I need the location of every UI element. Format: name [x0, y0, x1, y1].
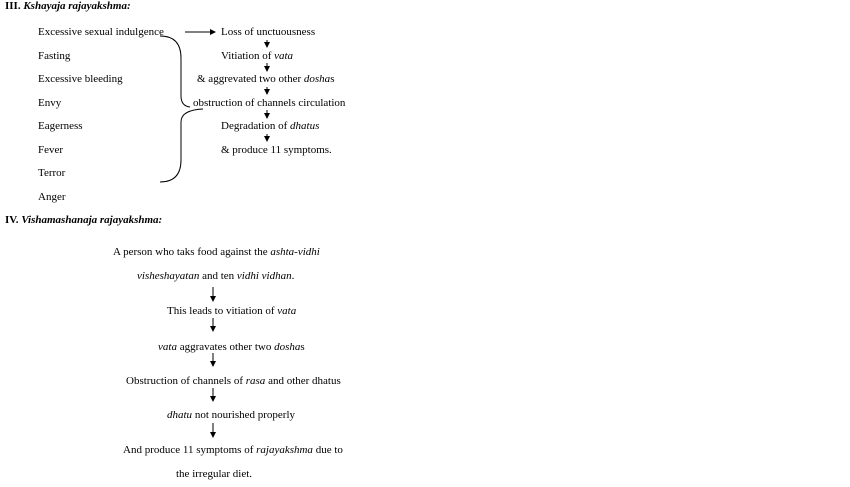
flow3-step-6: & produce 11 symptoms.	[221, 144, 332, 156]
cause-item: Envy	[38, 97, 62, 109]
cause-item: Excessive sexual indulgence	[38, 26, 164, 38]
section-4-title: Vishamashanaja rajayakshma:	[21, 214, 163, 226]
section-3-number: III.	[5, 0, 21, 12]
flow3-step-2: Vitiation of vata	[221, 50, 294, 62]
flow4-step-4: Obstruction of channels of rasa and othe…	[126, 375, 341, 387]
flow4-step-1b: visheshayatan and ten vidhi vidhan.	[137, 270, 295, 282]
flow3-step-1: Loss of unctuousness	[221, 26, 316, 38]
cause-item: Excessive bleeding	[38, 73, 123, 85]
flow4-step-1a: A person who taks food against the ashta…	[113, 246, 320, 258]
section-3-title: Kshayaja rajayakshma:	[23, 0, 131, 12]
flow4-step-6b: the irregular diet.	[176, 468, 253, 480]
cause-item: Anger	[38, 191, 66, 203]
flow3-step-3: & aggrevated two other doshas	[197, 73, 335, 85]
cause-item: Eagerness	[38, 120, 83, 132]
brace-top	[159, 35, 191, 108]
section-3-heading: III. Kshayaja rajayakshma:	[5, 0, 131, 13]
cause-item: Fasting	[38, 50, 71, 62]
cause-item: Fever	[38, 144, 64, 156]
section-4-heading: IV. Vishamashanaja rajayakshma:	[5, 214, 162, 227]
flow3-step-5: Degradation of dhatus	[221, 120, 320, 132]
flow3-step-4: obstruction of channels circulation	[193, 97, 346, 109]
brace-bottom	[159, 108, 204, 183]
section-4-number: IV.	[5, 214, 19, 226]
flow4-step-2: This leads to vitiation of vata	[167, 305, 297, 317]
flow4-step-6a: And produce 11 symptoms of rajayakshma d…	[123, 444, 343, 456]
flow4-step-3: vata aggravates other two doshas	[158, 341, 305, 353]
cause-item: Terror	[38, 167, 66, 179]
flow4-step-5: dhatu not nourished properly	[167, 409, 296, 421]
